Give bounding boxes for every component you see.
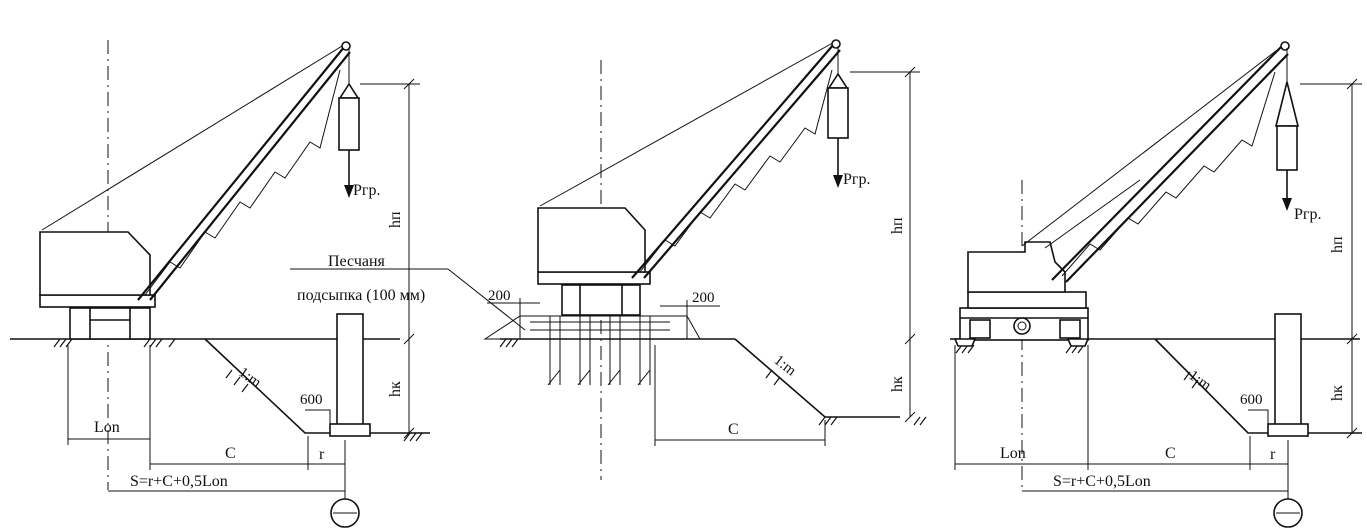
hook-block	[827, 72, 849, 89]
crane-cab	[39, 231, 151, 296]
pendant-rope	[41, 42, 348, 231]
lift-height-label: hп	[387, 211, 404, 228]
clearance-600-label: 600	[300, 392, 323, 408]
offset-200-right-label: 200	[692, 290, 715, 306]
support-length-label: Lon	[94, 419, 120, 436]
sand-bed-label-line1: Песчаня	[328, 253, 386, 270]
foundation-piles	[530, 316, 670, 386]
suspended-load	[338, 97, 360, 151]
crane-boom	[137, 45, 351, 301]
slope-projection-label: C	[728, 421, 739, 438]
radius-label: r	[319, 446, 325, 463]
panel-3-crane-on-outriggers: Pгр. hп hк 1:m 600 Lon C r S=r+C+0,5Lon	[950, 41, 1362, 528]
trench-slope	[204, 338, 430, 434]
pit-depth-label: hк	[889, 376, 906, 392]
suspended-load	[1276, 125, 1298, 171]
load-label: Pгр.	[353, 182, 380, 199]
load-label: Pгр.	[1294, 206, 1321, 223]
slope-label: 1:m	[771, 352, 800, 379]
pit-depth-label: hк	[1329, 385, 1346, 401]
slope-label: 1:m	[236, 365, 265, 392]
boom-tip-sheave	[831, 39, 841, 49]
crane-boom	[1051, 45, 1289, 283]
boom-tip-sheave	[1280, 41, 1290, 51]
panel-1-crane-at-trench: Pгр. hп hк 1:m 600 Lon C r S=r+C+0,5Lon	[10, 40, 430, 528]
reach-formula-label: S=r+C+0,5Lon	[130, 473, 228, 490]
boom-tip-sheave	[341, 41, 351, 51]
outrigger-pad-left	[953, 338, 977, 347]
offset-200-left-label: 200	[488, 288, 511, 304]
clearance-600-label: 600	[1240, 392, 1263, 408]
pit-depth-label: hк	[387, 381, 404, 397]
trench-slope	[734, 338, 900, 418]
pipe-footing	[329, 423, 371, 437]
pendant-rope	[1021, 43, 1286, 247]
pipe-footing	[1267, 423, 1309, 437]
reach-formula-label: S=r+C+0,5Lon	[1053, 473, 1151, 490]
crane-boom	[631, 43, 841, 279]
turntable-base	[39, 294, 156, 308]
pipe-section	[336, 313, 364, 427]
sand-bed-label-line2: подсыпка (100 мм)	[297, 287, 425, 304]
outrigger-pad-right	[1066, 338, 1090, 347]
pipe-section	[1274, 313, 1302, 427]
slope-projection-label: C	[225, 445, 236, 462]
wheel	[1013, 317, 1031, 335]
lift-height-label: hп	[889, 217, 906, 234]
hook-block	[1274, 81, 1300, 127]
slope-label: 1:m	[1186, 368, 1215, 395]
sand-bed	[483, 315, 701, 340]
pendant-rope	[539, 39, 839, 207]
trench-slope	[1154, 338, 1362, 434]
hook-block	[338, 82, 360, 99]
crawler-track	[561, 284, 641, 316]
crane-cab	[967, 241, 1066, 293]
lift-height-label: hп	[1329, 236, 1346, 253]
crane-cab	[537, 207, 646, 273]
support-length-label: Lon	[1000, 445, 1026, 462]
ground-hatching	[53, 338, 423, 442]
panel-2-crane-on-sand-bed: Pгр. hп hк 1:m Песчаня подсыпка (100 мм)…	[290, 39, 927, 480]
turntable-base	[967, 291, 1087, 309]
suspended-load	[827, 87, 849, 139]
slope-projection-label: C	[1165, 445, 1176, 462]
load-label: Pгр.	[843, 171, 870, 188]
radius-label: r	[1270, 446, 1276, 463]
crawler-track	[69, 307, 151, 340]
